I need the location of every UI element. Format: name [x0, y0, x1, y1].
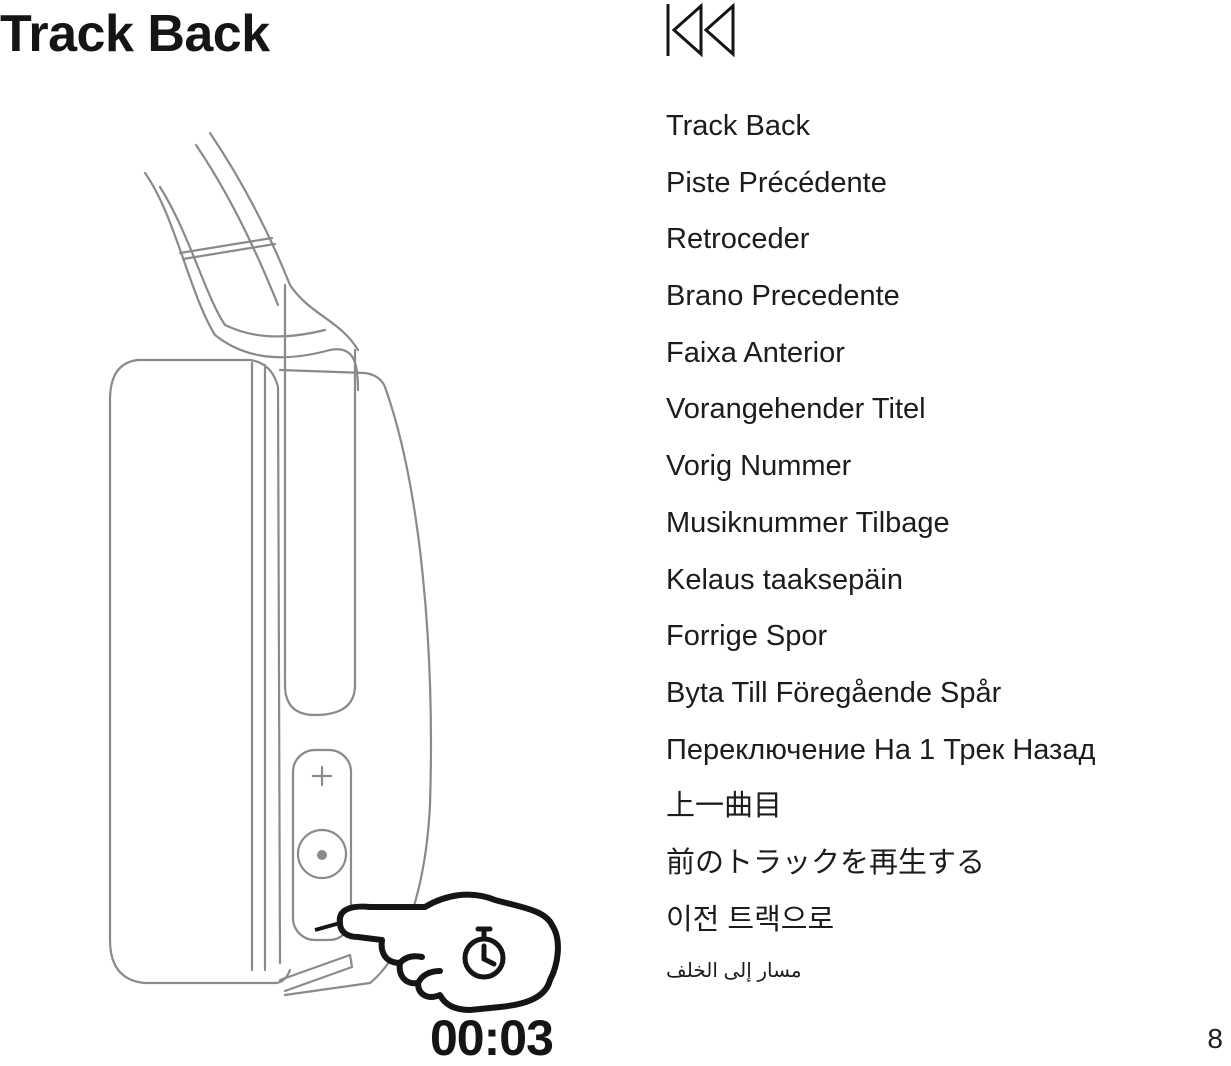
translation-item: Переключение На 1 Трек Назад — [666, 722, 1095, 779]
hold-duration-label: 00:03 — [430, 1010, 553, 1066]
translation-item: Byta Till Föregående Spår — [666, 665, 1095, 722]
translation-item: 이전 트랙으로 — [666, 892, 1095, 949]
translation-item: Musiknummer Tilbage — [666, 495, 1095, 552]
translation-item: Track Back — [666, 98, 1095, 155]
translation-item: Faixa Anterior — [666, 325, 1095, 382]
headphone-illustration — [100, 125, 580, 1025]
translation-item: مسار إلى الخلف — [666, 948, 1095, 994]
translation-item: 前のトラックを再生する — [666, 835, 1095, 892]
headband-outer — [145, 173, 358, 390]
ear-cushion — [110, 360, 290, 983]
translation-item: Retroceder — [666, 211, 1095, 268]
translation-item: 上一曲目 — [666, 778, 1095, 835]
translation-item: Piste Précédente — [666, 155, 1095, 212]
plus-icon — [313, 767, 331, 785]
translation-item: Vorig Nummer — [666, 438, 1095, 495]
translation-item: Vorangehender Titel — [666, 381, 1095, 438]
pointing-hand-icon — [340, 895, 558, 1010]
translation-item: Forrige Spor — [666, 608, 1095, 665]
translation-item: Kelaus taaksepäin — [666, 552, 1095, 609]
page-number: 8 — [1207, 1022, 1223, 1056]
track-back-icon — [665, 2, 737, 58]
translation-item: Brano Precedente — [666, 268, 1095, 325]
translation-list: Track Back Piste Précédente Retroceder B… — [666, 98, 1095, 994]
page-title: Track Back — [0, 4, 270, 64]
